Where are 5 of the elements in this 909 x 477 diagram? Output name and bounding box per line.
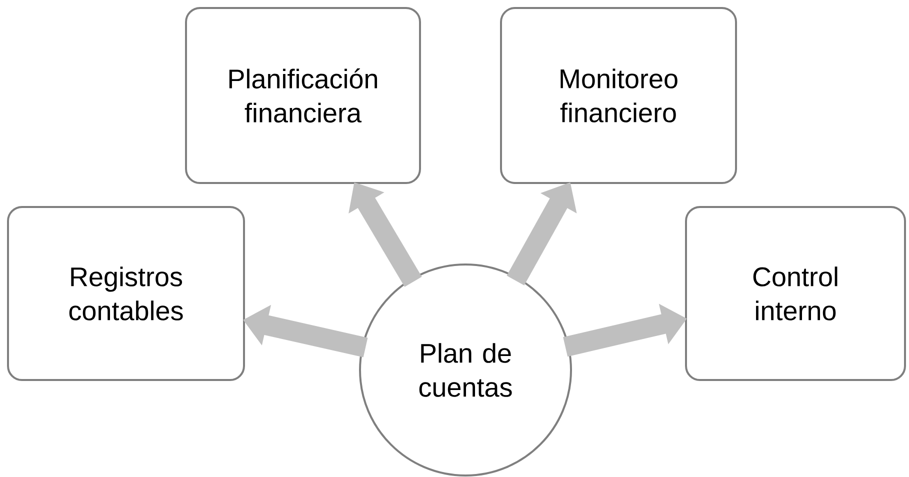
process-box: Planificación financiera — [185, 7, 421, 184]
process-box: Control interno — [685, 206, 906, 381]
process-box: Monitoreo financiero — [500, 7, 737, 184]
process-box: Registros contables — [7, 206, 245, 381]
circle-node: Plan de cuentas — [359, 264, 572, 476]
